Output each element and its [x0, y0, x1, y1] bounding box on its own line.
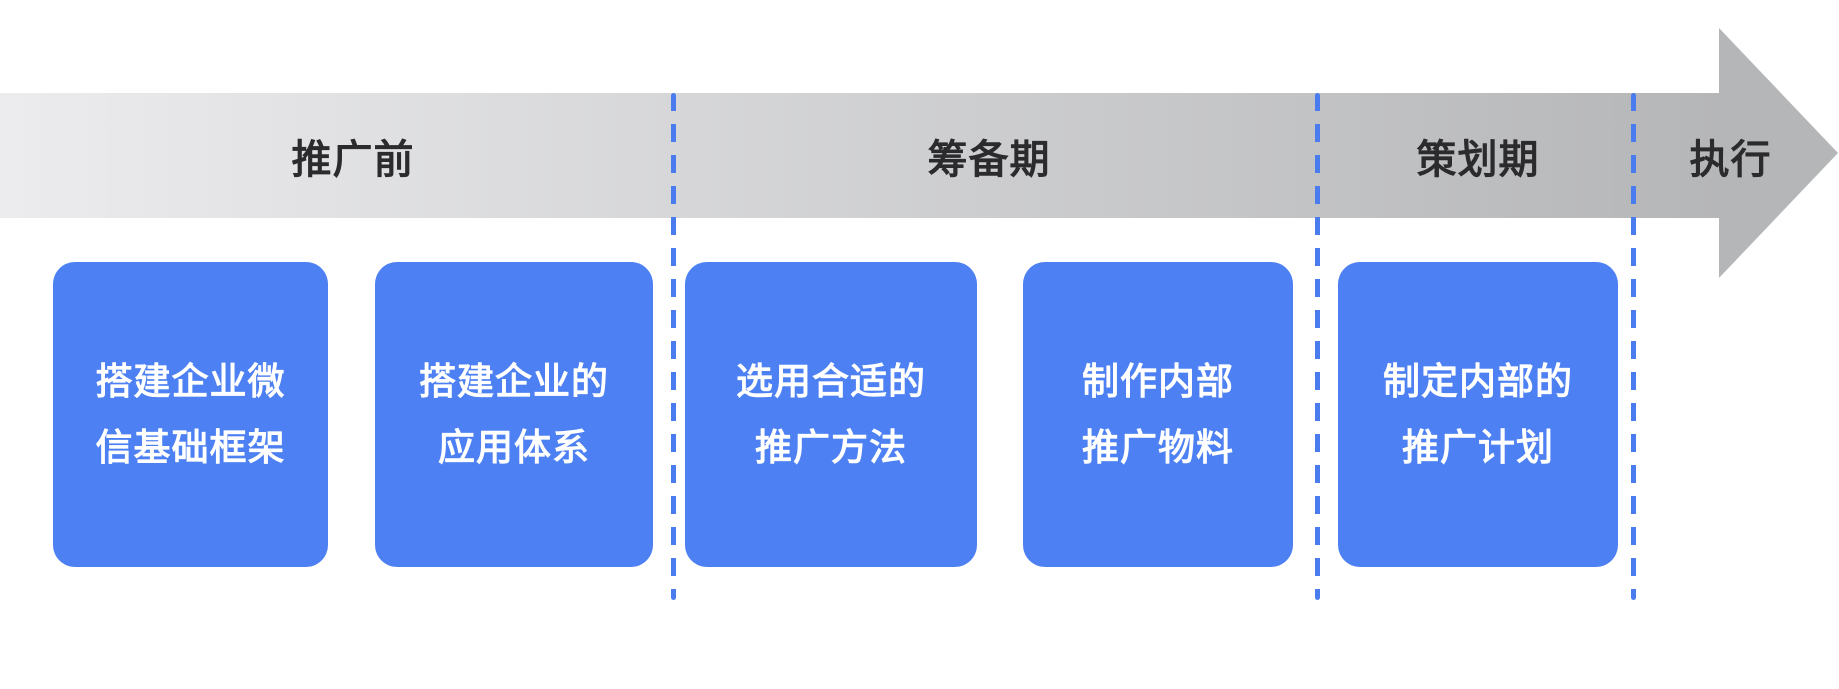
- task-card-5: 制定内部的 推广计划: [1338, 262, 1618, 567]
- phase-divider-1: [671, 93, 676, 600]
- task-card-1: 搭建企业微 信基础框架: [53, 262, 328, 567]
- task-card-line: 搭建企业的: [419, 360, 609, 402]
- phase-divider-2: [1315, 93, 1320, 600]
- task-card-2: 搭建企业的 应用体系: [375, 262, 653, 567]
- task-card-line: 制作内部: [1082, 360, 1234, 402]
- task-card-line: 推广方法: [755, 426, 907, 468]
- task-card-4: 制作内部 推广物料: [1023, 262, 1293, 567]
- task-card-line: 推广物料: [1082, 426, 1234, 468]
- task-card-line: 制定内部的: [1383, 360, 1573, 402]
- task-card-line: 应用体系: [438, 426, 590, 468]
- task-card-line: 信基础框架: [95, 426, 286, 468]
- task-card-3: 选用合适的 推广方法: [685, 262, 977, 567]
- phase-label-pre-promotion: 推广前: [291, 137, 415, 182]
- task-card-line: 推广计划: [1402, 426, 1554, 468]
- phase-label-preparation: 筹备期: [927, 137, 1051, 182]
- phase-divider-3: [1631, 93, 1636, 600]
- phase-label-planning: 策划期: [1416, 137, 1540, 182]
- task-card-line: 选用合适的: [736, 360, 926, 402]
- task-card-line: 搭建企业微: [95, 360, 286, 402]
- phase-label-execution: 执行: [1689, 137, 1772, 182]
- timeline-arrow-band: [0, 93, 1720, 218]
